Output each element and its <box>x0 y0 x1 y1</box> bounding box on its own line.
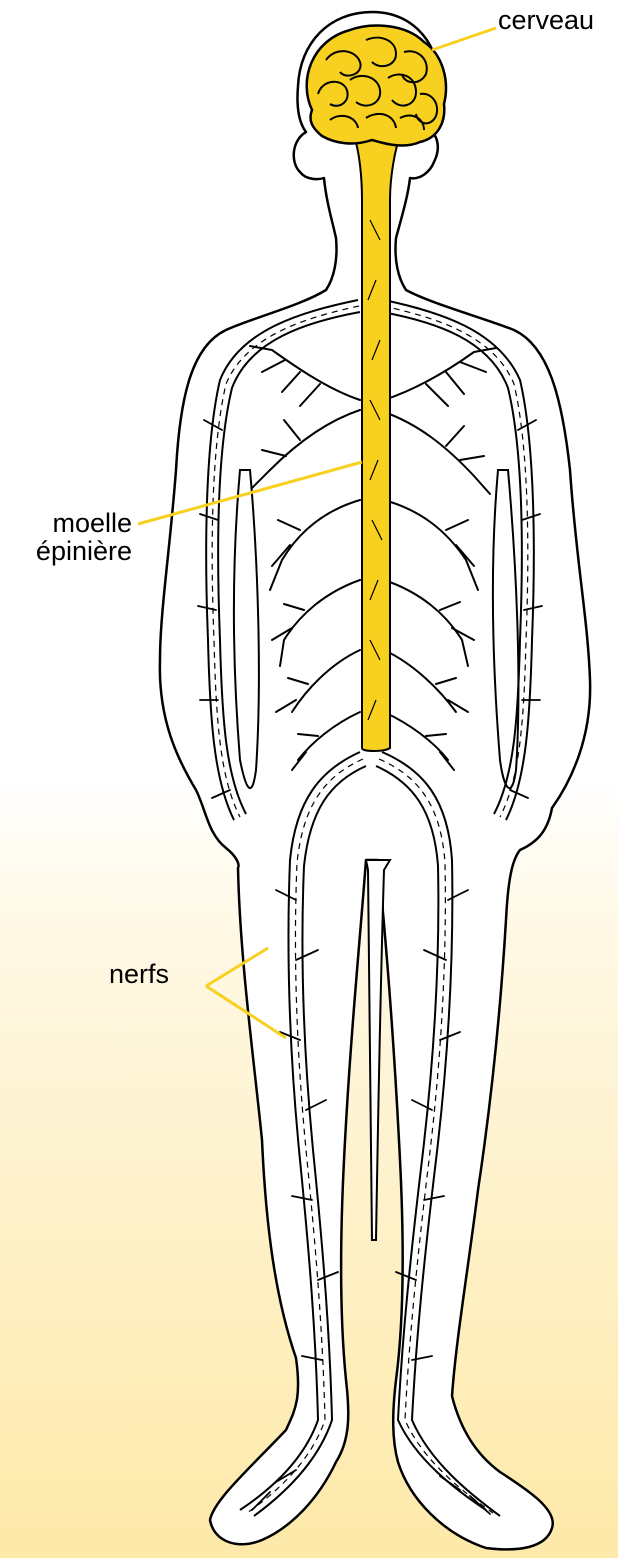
label-nerves: nerfs <box>109 960 169 988</box>
brain-icon <box>307 26 446 146</box>
label-spinal-cord: moelle épinière <box>0 509 132 565</box>
label-brain: cerveau <box>498 6 594 34</box>
label-spinal-cord-line2: épinière <box>0 537 132 565</box>
label-spinal-cord-line1: moelle <box>0 509 132 537</box>
